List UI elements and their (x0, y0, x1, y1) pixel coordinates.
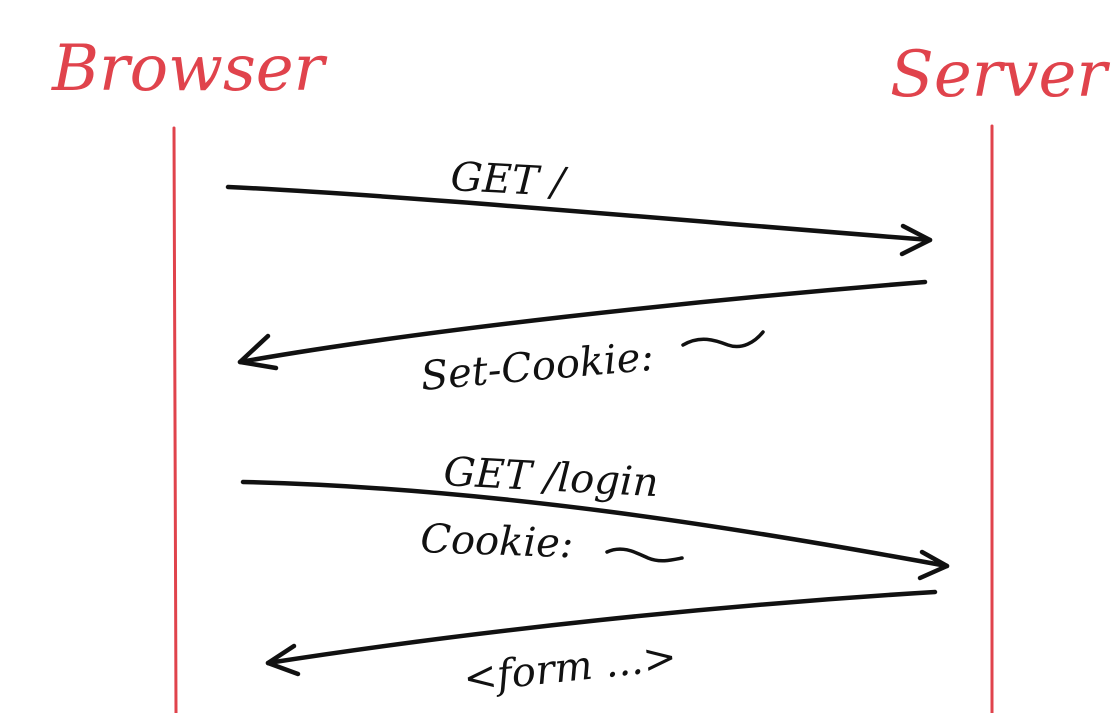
message-label-set-cookie: Set-Cookie: (419, 334, 656, 400)
message-label-get-root: GET / (449, 154, 569, 206)
arrowhead-form-response (265, 643, 301, 677)
message-get-root: GET / (225, 154, 933, 257)
server-lifeline (989, 124, 994, 713)
arrowhead-get-root (899, 223, 933, 257)
actor-server-label: Server (890, 38, 1110, 112)
arrowhead-set-cookie (237, 333, 279, 371)
message-label-form: <form ...> (461, 634, 678, 702)
arrow-get-login (240, 479, 950, 569)
value-placeholder-squiggle (681, 330, 765, 349)
arrow-set-cookie (237, 279, 928, 365)
arrow-get-root (225, 184, 933, 243)
value-placeholder-squiggle (605, 547, 684, 563)
message-set-cookie: Set-Cookie: (237, 279, 928, 400)
message-label-get-login: GET /login (442, 449, 659, 506)
browser-lifeline (172, 126, 178, 713)
actor-browser-label: Browser (51, 32, 328, 106)
message-form-response: <form ...> (265, 589, 938, 702)
arrowhead-get-login (917, 549, 950, 581)
arrow-form-response (265, 589, 938, 666)
message-label-cookie: Cookie: (420, 516, 574, 567)
message-get-login: GET /login Cookie: (240, 449, 950, 581)
